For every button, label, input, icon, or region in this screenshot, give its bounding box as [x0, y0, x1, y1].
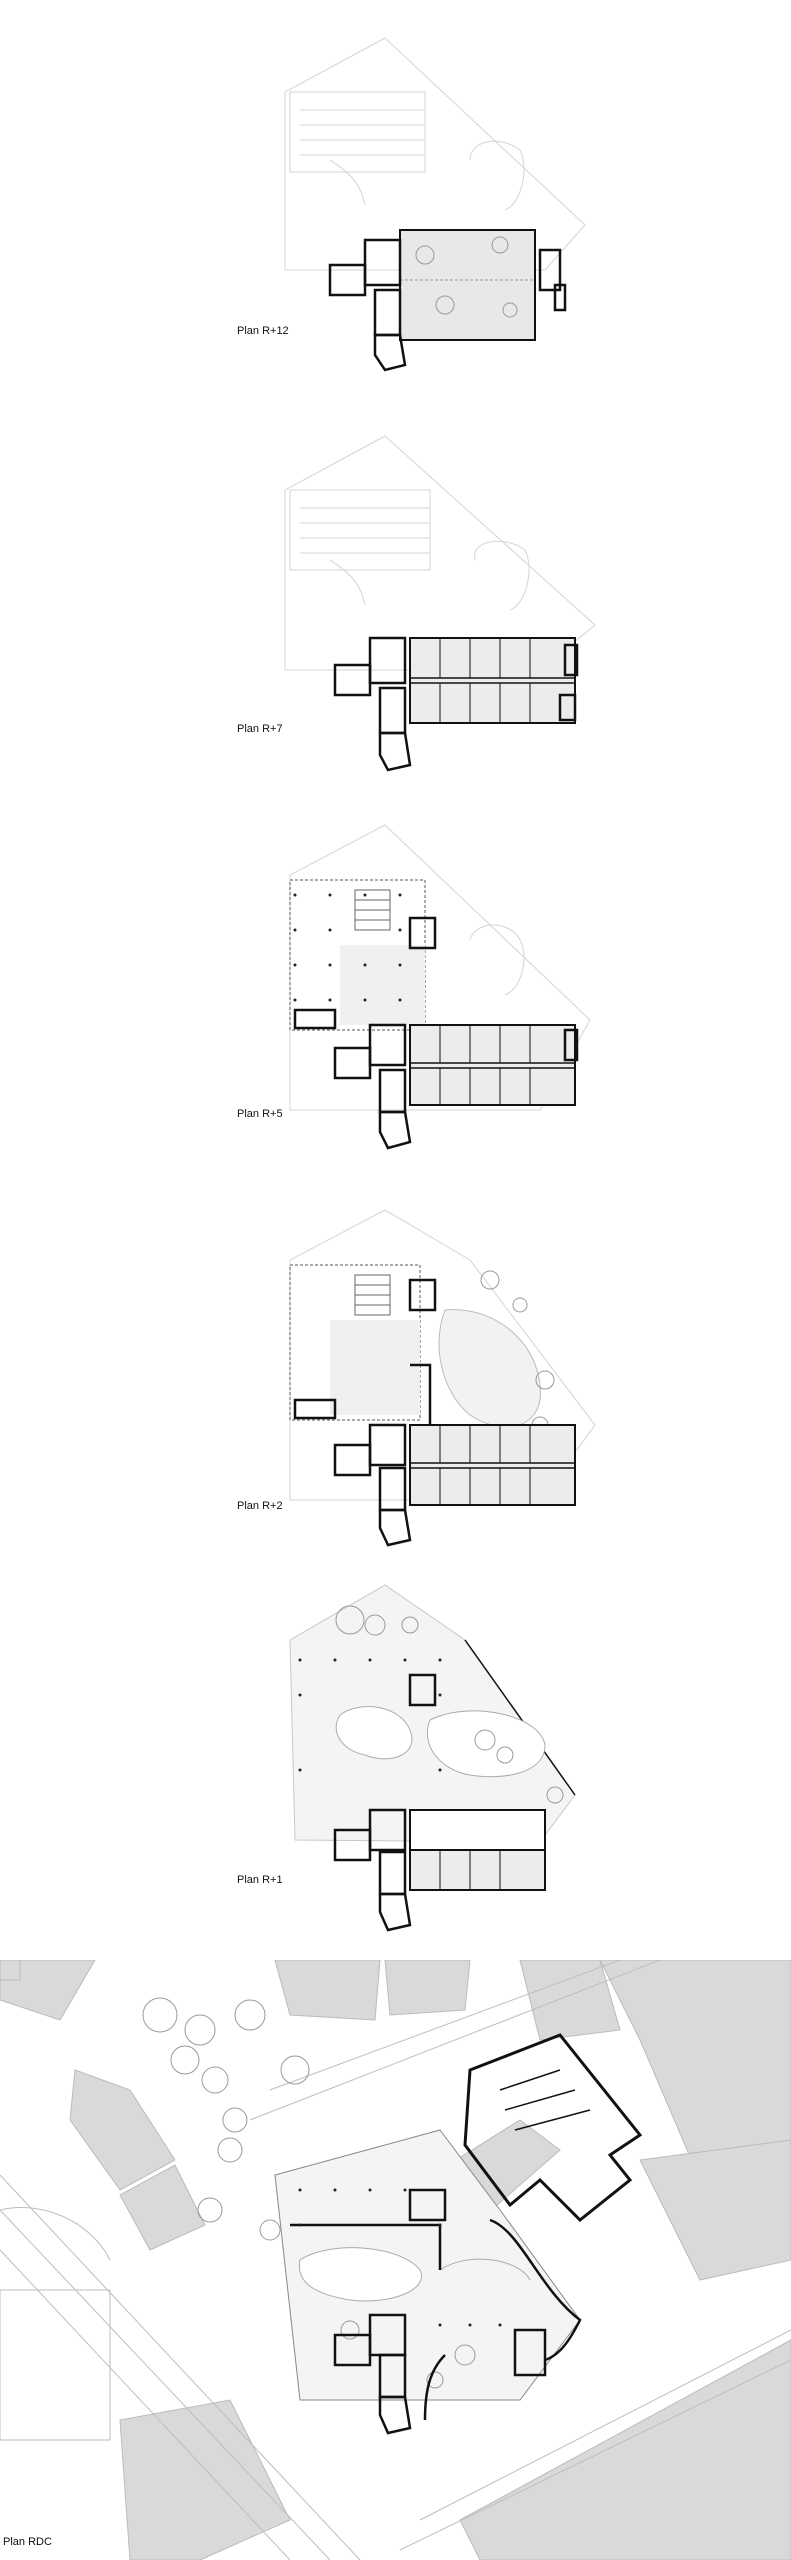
park-trees: [142, 1997, 310, 2241]
residential-wing: [409, 637, 576, 724]
plan-label: Plan R+1: [237, 1874, 283, 1886]
context-outline: [284, 435, 596, 671]
office-grid: [289, 1264, 421, 1421]
building-cores: [293, 916, 579, 1150]
plan-r5-drawing: [289, 824, 591, 1150]
garden: [335, 1605, 564, 1804]
plan-r2-drawing: [289, 1209, 596, 1547]
plan-r7-drawing: [284, 435, 596, 772]
plan-label: Plan R+7: [237, 723, 283, 735]
building-cores: [293, 1278, 437, 1547]
building-cores: [333, 1673, 437, 1932]
plan-rdc-panel: Plan RDC: [0, 1960, 791, 2560]
plan-r1-drawing: [289, 1584, 576, 1932]
column-grid: [298, 1658, 442, 1772]
plan-label: Plan R+12: [237, 325, 289, 337]
plan-r7-panel: Plan R+7: [0, 420, 791, 780]
column-grid: [293, 893, 402, 1002]
project-site: [274, 2129, 581, 2401]
context-outline: [289, 824, 591, 1111]
plan-r1-panel: Plan R+1: [0, 1580, 791, 1940]
plan-label: Plan R+5: [237, 1108, 283, 1120]
neighbouring-blocks: [0, 1960, 791, 2560]
plan-r12-drawing: [284, 37, 586, 372]
street-lines: [0, 1960, 791, 2560]
residential-wing: [409, 1024, 576, 1106]
plan-label: Plan R+2: [237, 1500, 283, 1512]
plan-rdc-drawing: [0, 1960, 791, 2560]
building-cores: [333, 636, 579, 772]
parking-annex: [463, 2033, 643, 2223]
plan-r5-panel: Plan R+5: [0, 820, 791, 1160]
column-grid: [298, 2188, 502, 2327]
building-cores: [328, 238, 567, 372]
residential-wing: [409, 1424, 576, 1506]
roof-terrace: [399, 229, 536, 341]
plan-r2-panel: Plan R+2: [0, 1200, 791, 1560]
site-outline: [289, 1584, 576, 1843]
plan-label: Plan RDC: [3, 2536, 52, 2548]
residential-wing: [409, 1809, 546, 1891]
office-grid: [289, 879, 426, 1031]
plan-r12-panel: Plan R+12: [0, 20, 791, 380]
